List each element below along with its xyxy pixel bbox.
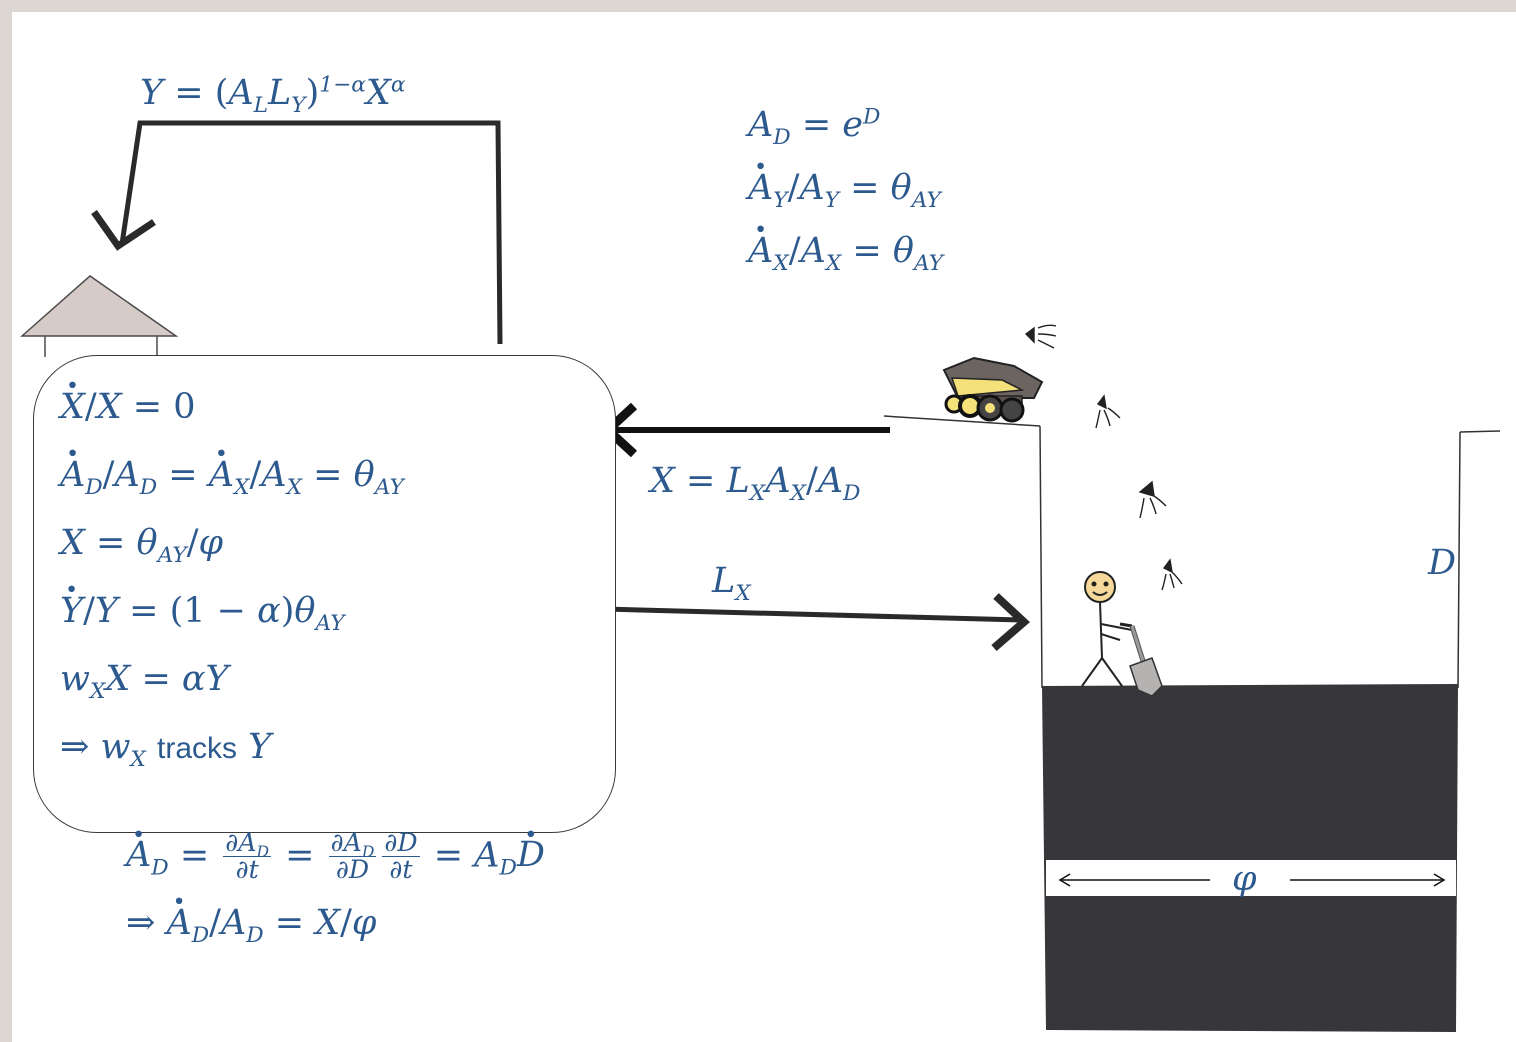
equilibrium-equations: X/X = 0 AD/AD = AX/AX = θAY X = θAY/φ Y/… (60, 368, 404, 772)
labor-flow-label: LX (712, 561, 751, 606)
derivation-equations: AD = ∂AD∂t = ∂AD∂D∂D∂t = ADD ⇒ AD/AD = X… (126, 817, 545, 947)
labor-flow-arrowhead (991, 593, 1030, 652)
flying-dirt-icon (1024, 324, 1183, 591)
box-line-3: X = θAY/φ (60, 523, 223, 568)
ay-growth: AY/AY = θAY (748, 149, 943, 211)
shovel-icon (1119, 622, 1163, 697)
width-label: φ (1232, 859, 1257, 899)
production-function-label: Y = (ALLY)1−αXα (140, 72, 406, 118)
ground-block (1042, 684, 1458, 1032)
tracks-word: tracks (157, 732, 238, 765)
stick-figure-digger-icon (1081, 571, 1133, 687)
ax-growth: AX/AX = θAY (748, 212, 943, 274)
pit-outline (883, 415, 1501, 689)
ad-definition: AD = eD (748, 104, 881, 150)
box-line-4: Y/Y = (1 − α)θAY (60, 572, 404, 634)
depth-label: D (1428, 543, 1457, 583)
box-line-2: AD/AD = AX/AX = θAY (60, 436, 404, 498)
width-band (1046, 860, 1456, 896)
width-arrow (1058, 873, 1446, 887)
derivation-line-2: ⇒ AD/AD = X/φ (126, 884, 545, 946)
labor-flow-line (603, 606, 1021, 623)
diagram-canvas: Y = (ALLY)1−αXα AD = eD AY/AY = θAY AX/A… (12, 12, 1516, 1042)
diagram-art (20, 120, 1501, 1032)
box-line-1: X/X = 0 (60, 368, 404, 425)
box-line-5: wXX = αY (60, 659, 229, 704)
feedback-loop-line (119, 120, 503, 345)
top-right-equations: AD = eD AY/AY = θAY AX/AX = θAY (748, 104, 943, 274)
x-flow-label: X = LXAX/AD (650, 461, 861, 506)
box-line-6: ⇒ wX tracks Y (60, 727, 272, 772)
house-icon (20, 275, 179, 357)
equilibrium-box (33, 355, 616, 833)
derivation-line-1: AD = ∂AD∂t = ∂AD∂D∂D∂t = ADD (126, 817, 545, 884)
dump-truck-icon (942, 356, 1044, 423)
feedback-loop-arrowhead (91, 209, 156, 251)
